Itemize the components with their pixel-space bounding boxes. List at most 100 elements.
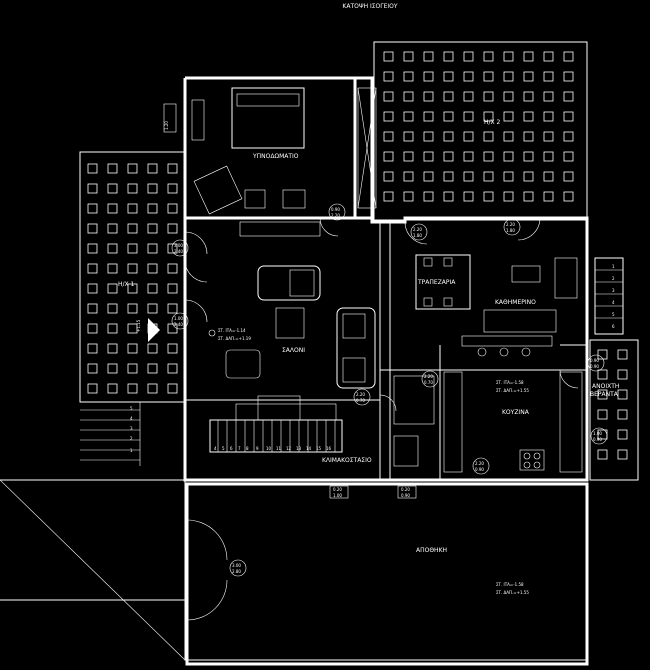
paving-tile xyxy=(483,191,494,202)
paving-tile xyxy=(483,91,494,102)
level-kitchen-1: ΣΤ. ΙΤΑ=-1.58 xyxy=(496,380,524,385)
paving-tile xyxy=(463,151,474,162)
paving-tile xyxy=(523,191,534,202)
paving-tile xyxy=(483,171,494,182)
paving-tile xyxy=(127,323,138,334)
dining-area: ΤΡΑΠΕΖΑΡΙΑ ΚΑΘΗΜΕΡΙΝΟ xyxy=(415,254,578,357)
paving-tile xyxy=(617,449,628,460)
step-label: 5 xyxy=(612,312,615,317)
paving-tile xyxy=(423,171,434,182)
paving-tile xyxy=(543,71,554,82)
paving-tile xyxy=(617,389,628,400)
svg-text:1.00: 1.00 xyxy=(174,316,183,321)
stair-step: 12 xyxy=(286,446,292,451)
paving-tile xyxy=(87,223,98,234)
entrance-level: +1.15 xyxy=(136,319,141,332)
paving-tile xyxy=(563,171,574,182)
stair-step: 14 xyxy=(306,446,312,451)
stair-step: 7 xyxy=(238,446,241,451)
drawing-title: ΚΑΤΟΨΗ ΙΣΟΓΕΙΟΥ xyxy=(342,3,397,10)
paving-tile xyxy=(563,111,574,122)
paving-tile xyxy=(543,131,554,142)
paving-tile xyxy=(543,191,554,202)
paving-tile xyxy=(543,111,554,122)
door-tag: 3.00 2.80 xyxy=(229,559,247,577)
stair-step: 10 xyxy=(266,446,272,451)
paving-tile xyxy=(107,383,118,394)
paving-tile xyxy=(463,171,474,182)
paving-tile xyxy=(463,111,474,122)
paving-tile xyxy=(167,263,178,274)
paving-tile xyxy=(403,71,414,82)
paving-tile xyxy=(87,363,98,374)
paving-tile xyxy=(127,243,138,254)
room-label-family: ΚΑΘΗΜΕΡΙΝΟ xyxy=(495,299,536,306)
paving-tile xyxy=(87,183,98,194)
paving-tile xyxy=(107,363,118,374)
room-label-living: ΣΑΛΟΝΙ xyxy=(282,347,305,354)
level-kitchen-2: ΣΤ. ΔΑΠ.=+1.55 xyxy=(496,388,529,393)
svg-text:2.20: 2.20 xyxy=(424,374,433,379)
paving-tile xyxy=(87,243,98,254)
svg-text:0.90: 0.90 xyxy=(590,364,599,369)
paving-tile xyxy=(443,171,454,182)
paving-tile xyxy=(483,71,494,82)
paving-tile xyxy=(443,151,454,162)
paving-tile xyxy=(147,243,158,254)
door-tag: 1.00 0.90 xyxy=(590,427,608,445)
door-tag: 0.90 0.90 xyxy=(587,354,605,372)
paving-tile xyxy=(167,183,178,194)
paving-tile xyxy=(617,369,628,380)
svg-text:3.00: 3.00 xyxy=(174,243,183,248)
house-walls xyxy=(183,76,589,482)
paving-tile xyxy=(503,151,514,162)
door-tag: 0.20 1.00 xyxy=(329,485,349,499)
left-exterior-steps: 5 4 3 2 1 xyxy=(80,402,141,466)
door-swings xyxy=(184,217,579,412)
svg-text:1.80: 1.80 xyxy=(413,233,422,238)
paving-tile xyxy=(383,111,394,122)
stair-step: 5 xyxy=(222,446,225,451)
paving-tile xyxy=(597,409,608,420)
paving-tile xyxy=(543,91,554,102)
svg-text:0.20: 0.20 xyxy=(401,487,410,492)
paving-tile xyxy=(463,51,474,62)
svg-text:2.40: 2.40 xyxy=(174,322,183,327)
paving-tile xyxy=(563,151,574,162)
paving-tile xyxy=(87,383,98,394)
window-bedroom: 1.20 xyxy=(164,121,169,130)
paving-tile xyxy=(147,183,158,194)
svg-text:0.90: 0.90 xyxy=(593,437,602,442)
paving-tile xyxy=(383,151,394,162)
terrace-top-right: Η/Χ 2 xyxy=(373,41,588,221)
paving-tile xyxy=(443,91,454,102)
paving-tile xyxy=(503,51,514,62)
stair-step: 13 xyxy=(296,446,302,451)
paving-tile xyxy=(483,51,494,62)
paving-tile xyxy=(383,91,394,102)
door-tag: 2.20 0.70 xyxy=(421,370,439,388)
paving-tile xyxy=(403,111,414,122)
paving-tile xyxy=(167,203,178,214)
paving-tile xyxy=(423,111,434,122)
paving-tile xyxy=(87,263,98,274)
svg-text:0.90: 0.90 xyxy=(401,493,410,498)
paving-tile xyxy=(443,51,454,62)
level-living-1: ΣΤ. ΙΤΑ=-1.14 xyxy=(218,328,246,333)
paving-tile xyxy=(563,191,574,202)
svg-text:2.20: 2.20 xyxy=(413,227,422,232)
paving-tile xyxy=(403,151,414,162)
paving-tile xyxy=(107,223,118,234)
door-tag: 2.20 1.80 xyxy=(410,223,428,241)
paving-tile xyxy=(87,343,98,354)
paving-tile xyxy=(503,71,514,82)
kitchen: ΚΟΥΖΙΝΑ ΣΤ. ΙΤΑ=-1.58 ΣΤ. ΔΑΠ.=+1.55 xyxy=(393,371,583,473)
paving-tile xyxy=(503,171,514,182)
paving-tile xyxy=(463,71,474,82)
paving-tile xyxy=(443,131,454,142)
paving-tile xyxy=(403,191,414,202)
paving-tile xyxy=(543,171,554,182)
paving-tile xyxy=(127,383,138,394)
paving-tile xyxy=(107,203,118,214)
